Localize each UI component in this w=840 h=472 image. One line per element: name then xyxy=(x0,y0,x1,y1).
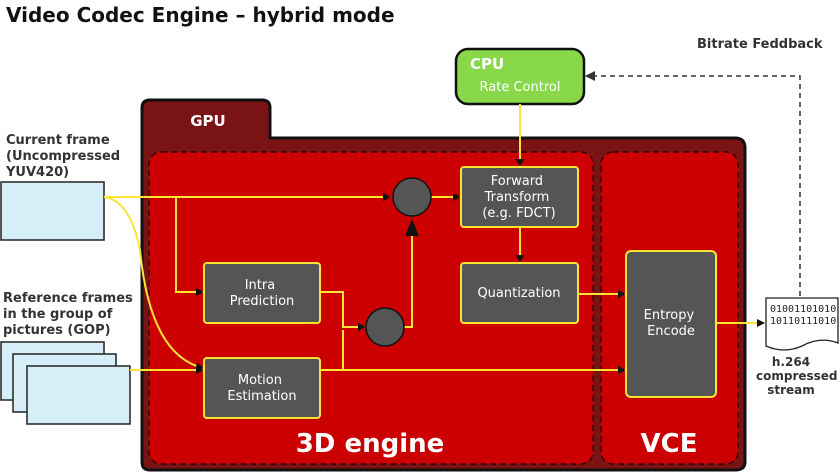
bitrate-feedback-label: Bitrate Feddback xyxy=(697,37,823,52)
entropy-encode-label: Entropy Encode xyxy=(644,308,699,339)
diagram-title: Video Codec Engine – hybrid mode xyxy=(6,3,395,27)
reference-frame-3 xyxy=(26,365,131,425)
current-frame-box xyxy=(0,181,105,241)
quantization-label: Quantization xyxy=(477,286,560,301)
current-frame-label: Current frame (Uncompressed YUV420) xyxy=(6,133,120,181)
output-stream-label: h.264 compressed stream xyxy=(756,355,838,397)
output-stream-label-line2: compressed xyxy=(756,369,838,383)
intra-prediction-block xyxy=(203,262,321,324)
entropy-encode-block xyxy=(625,250,717,398)
reference-frames-label-line3: pictures (GOP) xyxy=(3,323,111,338)
current-frame-label-line1: Current frame xyxy=(6,133,110,148)
quantization-block xyxy=(460,262,579,324)
bitstream-document xyxy=(765,297,839,351)
data-flow-lines xyxy=(103,104,765,374)
bitrate-feedback-arrow xyxy=(585,71,801,296)
vce-label: VCE xyxy=(641,429,698,459)
cpu-title: CPU xyxy=(470,55,504,73)
intra-prediction-label: Intra Prediction xyxy=(230,278,295,309)
subtract-node xyxy=(392,177,432,217)
motion-estimation-block xyxy=(203,357,321,419)
forward-transform-label: Forward Transform (e.g. FDCT) xyxy=(482,174,555,221)
sum-arrowhead-icon xyxy=(405,219,419,236)
reference-frames-label: Reference frames in the group of picture… xyxy=(3,291,133,339)
current-frame-label-line3: YUV420) xyxy=(6,165,70,180)
output-stream-label-line1: h.264 xyxy=(771,355,811,369)
gpu-label: GPU xyxy=(190,112,226,130)
motion-estimation-label: Motion Estimation xyxy=(227,373,296,404)
bitstream-bits: 01001101010 10110111010 xyxy=(770,304,840,327)
current-frame-label-line2: (Uncompressed xyxy=(6,149,121,164)
cpu-subtitle: Rate Control xyxy=(480,80,561,95)
reference-frames-label-line2: in the group of xyxy=(3,307,113,322)
add-node xyxy=(365,307,405,347)
output-stream-label-line3: stream xyxy=(767,383,815,397)
forward-transform-block xyxy=(460,166,579,228)
reference-frames-label-line1: Reference frames xyxy=(3,291,133,306)
engine-3d-label: 3D engine xyxy=(296,429,445,459)
